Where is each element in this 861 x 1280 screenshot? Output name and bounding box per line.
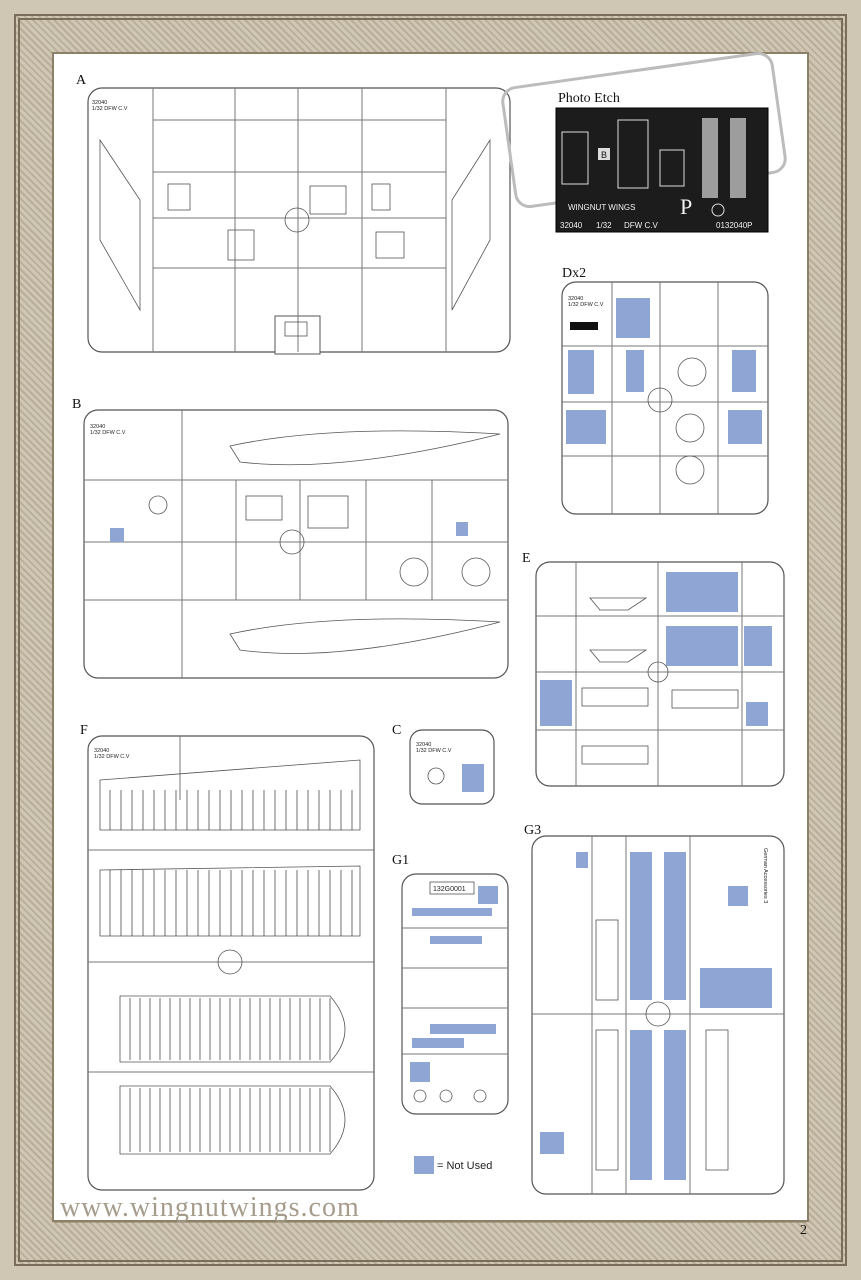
- pe-bottom-3: DFW C.V: [624, 221, 658, 230]
- sprue-g3-label: G3: [524, 823, 541, 838]
- photo-etch-label: Photo Etch: [558, 91, 620, 106]
- wing-ribs: [109, 790, 353, 1152]
- pe-bottom-4: 0132040P: [716, 221, 752, 230]
- sprue-c-label: C: [392, 723, 401, 738]
- sprue-g1-label: G1: [392, 853, 409, 868]
- sprue-b-frame: [83, 409, 509, 679]
- website-url: www.wingnutwings.com: [60, 1192, 360, 1223]
- sprue-g1: G1 132G0001: [392, 853, 509, 1115]
- photo-etch-letter: P: [680, 194, 692, 219]
- sprue-d-label: Dx2: [562, 266, 586, 281]
- legend-text: = Not Used: [437, 1160, 492, 1172]
- sprue-f-label: F: [80, 723, 88, 738]
- sprue-e-label: E: [522, 551, 531, 566]
- sprue-a-frame: [87, 87, 511, 353]
- pe-bottom-1: 32040: [560, 221, 583, 230]
- page-number: 2: [800, 1223, 807, 1238]
- sprue-g3: G3 German Accessories 3: [524, 823, 785, 1195]
- legend-swatch: [414, 1156, 434, 1174]
- photo-etch-brand: WINGNUT WINGS: [568, 203, 635, 212]
- sprue-e-frame: [535, 561, 785, 787]
- sprue-g3-frame: [531, 835, 785, 1195]
- pe-bottom-2: 1/32: [596, 221, 612, 230]
- sprue-g3-vertical-text: German Accessories 3: [762, 848, 768, 903]
- sprue-d-frame: [561, 281, 769, 515]
- legend: = Not Used: [414, 1156, 492, 1174]
- sprue-a-label: A: [76, 73, 87, 88]
- sprue-b-label: B: [72, 397, 81, 412]
- svg-text:B: B: [601, 150, 607, 160]
- sprue-e: E: [522, 551, 785, 787]
- sprue-g1-code: 132G0001: [433, 886, 466, 893]
- photo-etch-fret: Photo Etch B P WINGNUT WINGS 32040 1/32 …: [501, 51, 787, 233]
